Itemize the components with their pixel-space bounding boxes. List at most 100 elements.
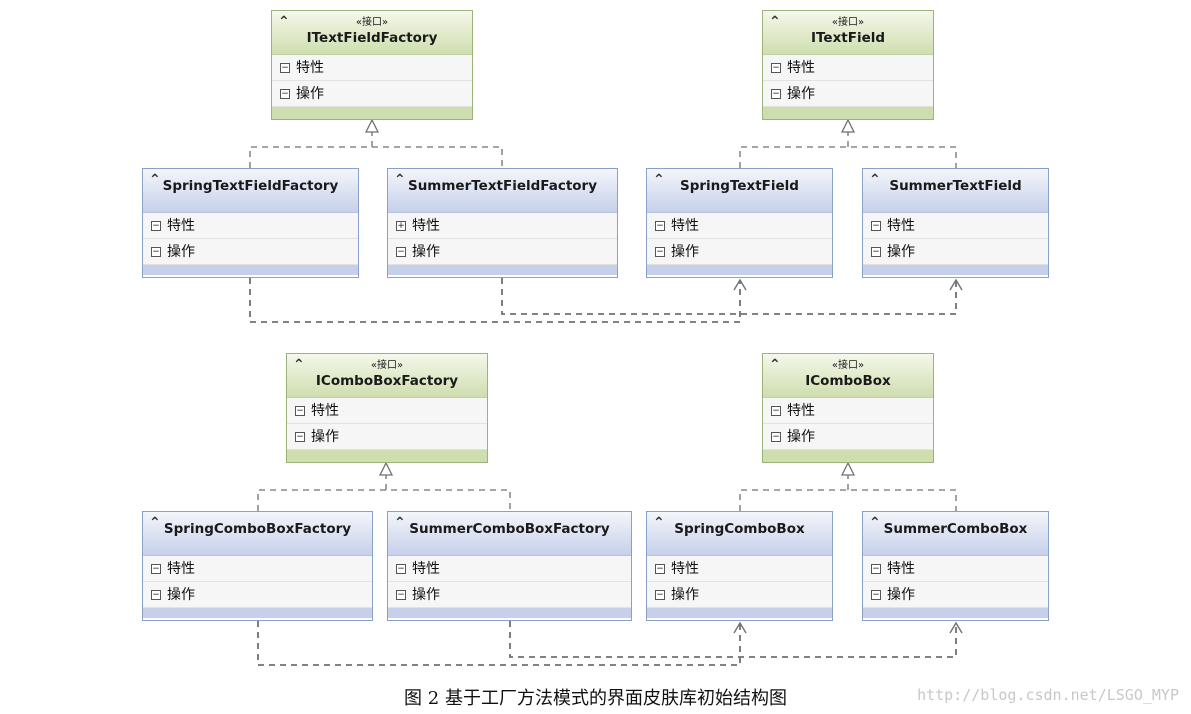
collapse-minus-icon[interactable]: − bbox=[396, 564, 406, 574]
attributes-section[interactable]: −特性 bbox=[143, 556, 372, 582]
collapse-minus-icon[interactable]: − bbox=[771, 432, 781, 442]
collapse-icon[interactable]: ⌃ bbox=[653, 515, 665, 531]
collapse-minus-icon[interactable]: − bbox=[871, 564, 881, 574]
collapse-icon[interactable]: ⌃ bbox=[769, 14, 781, 30]
collapse-icon[interactable]: ⌃ bbox=[394, 515, 406, 531]
class-springcombobox[interactable]: ⌃ SpringComboBox −特性 −操作 bbox=[646, 511, 833, 621]
collapse-minus-icon[interactable]: − bbox=[871, 247, 881, 257]
collapse-minus-icon[interactable]: − bbox=[151, 221, 161, 231]
attributes-section[interactable]: −特性 bbox=[763, 398, 933, 424]
box-footer bbox=[863, 265, 1048, 275]
class-summertextfield[interactable]: ⌃ SummerTextField −特性 −操作 bbox=[862, 168, 1049, 278]
collapse-minus-icon[interactable]: − bbox=[655, 590, 665, 600]
operations-section[interactable]: −操作 bbox=[272, 81, 472, 107]
operations-label: 操作 bbox=[167, 244, 195, 260]
class-summertextfieldfactory[interactable]: ⌃ SummerTextFieldFactory +特性 −操作 bbox=[387, 168, 618, 278]
open-arrowhead bbox=[733, 278, 747, 291]
attributes-section[interactable]: −特性 bbox=[272, 55, 472, 81]
attributes-section[interactable]: −特性 bbox=[647, 556, 832, 582]
class-name: SummerComboBox bbox=[883, 521, 1028, 537]
attributes-section[interactable]: −特性 bbox=[388, 556, 631, 582]
operations-section[interactable]: −操作 bbox=[763, 424, 933, 450]
operations-section[interactable]: −操作 bbox=[763, 81, 933, 107]
class-springtextfield[interactable]: ⌃ SpringTextField −特性 −操作 bbox=[646, 168, 833, 278]
collapse-minus-icon[interactable]: − bbox=[771, 406, 781, 416]
operations-section[interactable]: −操作 bbox=[863, 582, 1048, 608]
collapse-icon[interactable]: ⌃ bbox=[869, 515, 881, 531]
operations-section[interactable]: −操作 bbox=[143, 582, 372, 608]
class-summercombobox[interactable]: ⌃ SummerComboBox −特性 −操作 bbox=[862, 511, 1049, 621]
collapse-icon[interactable]: ⌃ bbox=[653, 172, 665, 188]
attributes-label: 特性 bbox=[167, 561, 195, 577]
interface-name: IComboBoxFactory bbox=[315, 373, 459, 389]
interface-header: ⌃ «接口» IComboBox bbox=[763, 354, 933, 398]
class-springtextfieldfactory[interactable]: ⌃ SpringTextFieldFactory −特性 −操作 bbox=[142, 168, 359, 278]
collapse-minus-icon[interactable]: − bbox=[151, 247, 161, 257]
collapse-minus-icon[interactable]: − bbox=[396, 590, 406, 600]
class-summercomboboxfactory[interactable]: ⌃ SummerComboBoxFactory −特性 −操作 bbox=[387, 511, 632, 621]
interface-itextfield[interactable]: ⌃ «接口» ITextField −特性 −操作 bbox=[762, 10, 934, 120]
interface-name: ITextField bbox=[810, 30, 886, 46]
expand-plus-icon[interactable]: + bbox=[396, 221, 406, 231]
operations-label: 操作 bbox=[412, 244, 440, 260]
collapse-icon[interactable]: ⌃ bbox=[293, 357, 305, 373]
operations-section[interactable]: −操作 bbox=[388, 582, 631, 608]
attributes-section[interactable]: −特性 bbox=[287, 398, 487, 424]
collapse-minus-icon[interactable]: − bbox=[655, 564, 665, 574]
operations-section[interactable]: −操作 bbox=[647, 582, 832, 608]
collapse-minus-icon[interactable]: − bbox=[280, 89, 290, 99]
collapse-minus-icon[interactable]: − bbox=[771, 89, 781, 99]
collapse-icon[interactable]: ⌃ bbox=[769, 357, 781, 373]
interface-icombobox[interactable]: ⌃ «接口» IComboBox −特性 −操作 bbox=[762, 353, 934, 463]
attributes-section[interactable]: −特性 bbox=[647, 213, 832, 239]
operations-section[interactable]: −操作 bbox=[287, 424, 487, 450]
realization-line bbox=[739, 475, 957, 511]
collapse-minus-icon[interactable]: − bbox=[295, 406, 305, 416]
class-header: ⌃ SpringTextField bbox=[647, 169, 832, 213]
dependency-line bbox=[509, 621, 957, 658]
collapse-minus-icon[interactable]: − bbox=[871, 590, 881, 600]
collapse-minus-icon[interactable]: − bbox=[151, 590, 161, 600]
collapse-icon[interactable]: ⌃ bbox=[869, 172, 881, 188]
class-name: SummerComboBoxFactory bbox=[409, 521, 610, 537]
operations-label: 操作 bbox=[296, 86, 324, 102]
collapse-minus-icon[interactable]: − bbox=[771, 63, 781, 73]
collapse-icon[interactable]: ⌃ bbox=[149, 515, 161, 531]
collapse-minus-icon[interactable]: − bbox=[295, 432, 305, 442]
collapse-minus-icon[interactable]: − bbox=[871, 221, 881, 231]
operations-label: 操作 bbox=[412, 587, 440, 603]
operations-section[interactable]: −操作 bbox=[647, 239, 832, 265]
collapse-minus-icon[interactable]: − bbox=[151, 564, 161, 574]
attributes-section[interactable]: −特性 bbox=[863, 556, 1048, 582]
box-footer bbox=[287, 450, 487, 462]
attributes-label: 特性 bbox=[787, 403, 815, 419]
class-springcomboboxfactory[interactable]: ⌃ SpringComboBoxFactory −特性 −操作 bbox=[142, 511, 373, 621]
collapse-icon[interactable]: ⌃ bbox=[278, 14, 290, 30]
attributes-section[interactable]: −特性 bbox=[863, 213, 1048, 239]
interface-name: IComboBox bbox=[805, 373, 891, 389]
interface-itextfieldfactory[interactable]: ⌃ «接口» ITextFieldFactory −特性 −操作 bbox=[271, 10, 473, 120]
stereotype-label: «接口» bbox=[831, 17, 865, 28]
collapse-icon[interactable]: ⌃ bbox=[394, 172, 406, 188]
attributes-label: 特性 bbox=[412, 561, 440, 577]
collapse-minus-icon[interactable]: − bbox=[655, 247, 665, 257]
box-footer bbox=[388, 265, 617, 275]
collapse-minus-icon[interactable]: − bbox=[396, 247, 406, 257]
operations-section[interactable]: −操作 bbox=[388, 239, 617, 265]
attributes-section[interactable]: +特性 bbox=[388, 213, 617, 239]
operations-section[interactable]: −操作 bbox=[863, 239, 1048, 265]
class-name: SpringComboBoxFactory bbox=[163, 521, 352, 537]
collapse-minus-icon[interactable]: − bbox=[655, 221, 665, 231]
attributes-section[interactable]: −特性 bbox=[763, 55, 933, 81]
interface-icomboboxfactory[interactable]: ⌃ «接口» IComboBoxFactory −特性 −操作 bbox=[286, 353, 488, 463]
operations-section[interactable]: −操作 bbox=[143, 239, 358, 265]
figure-caption: 图 2 基于工厂方法模式的界面皮肤库初始结构图 bbox=[404, 688, 787, 709]
attributes-label: 特性 bbox=[167, 218, 195, 234]
collapse-icon[interactable]: ⌃ bbox=[149, 172, 161, 188]
interface-name: ITextFieldFactory bbox=[306, 30, 438, 46]
attributes-section[interactable]: −特性 bbox=[143, 213, 358, 239]
operations-label: 操作 bbox=[787, 429, 815, 445]
collapse-minus-icon[interactable]: − bbox=[280, 63, 290, 73]
open-arrowhead bbox=[949, 278, 963, 291]
